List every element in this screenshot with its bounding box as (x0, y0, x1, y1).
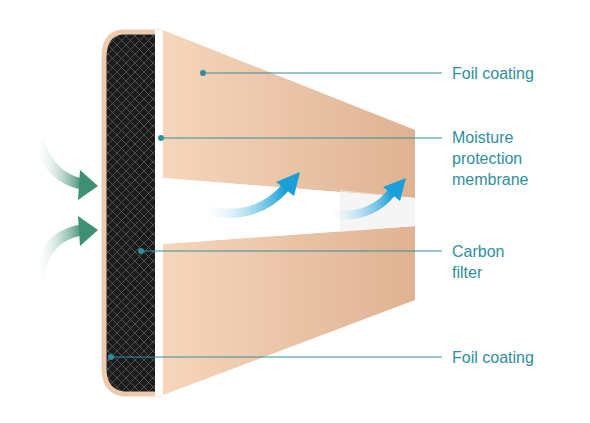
membrane (155, 30, 163, 396)
part-label: Foil coating (452, 63, 534, 84)
part-label: Carbon filter (452, 241, 524, 283)
foil-body-top (163, 30, 415, 198)
leader-lines (108, 70, 442, 360)
part-label: Moisture protection membrane (452, 127, 552, 190)
part-label: Foil coating (452, 347, 534, 368)
carbon-filter (104, 32, 160, 394)
